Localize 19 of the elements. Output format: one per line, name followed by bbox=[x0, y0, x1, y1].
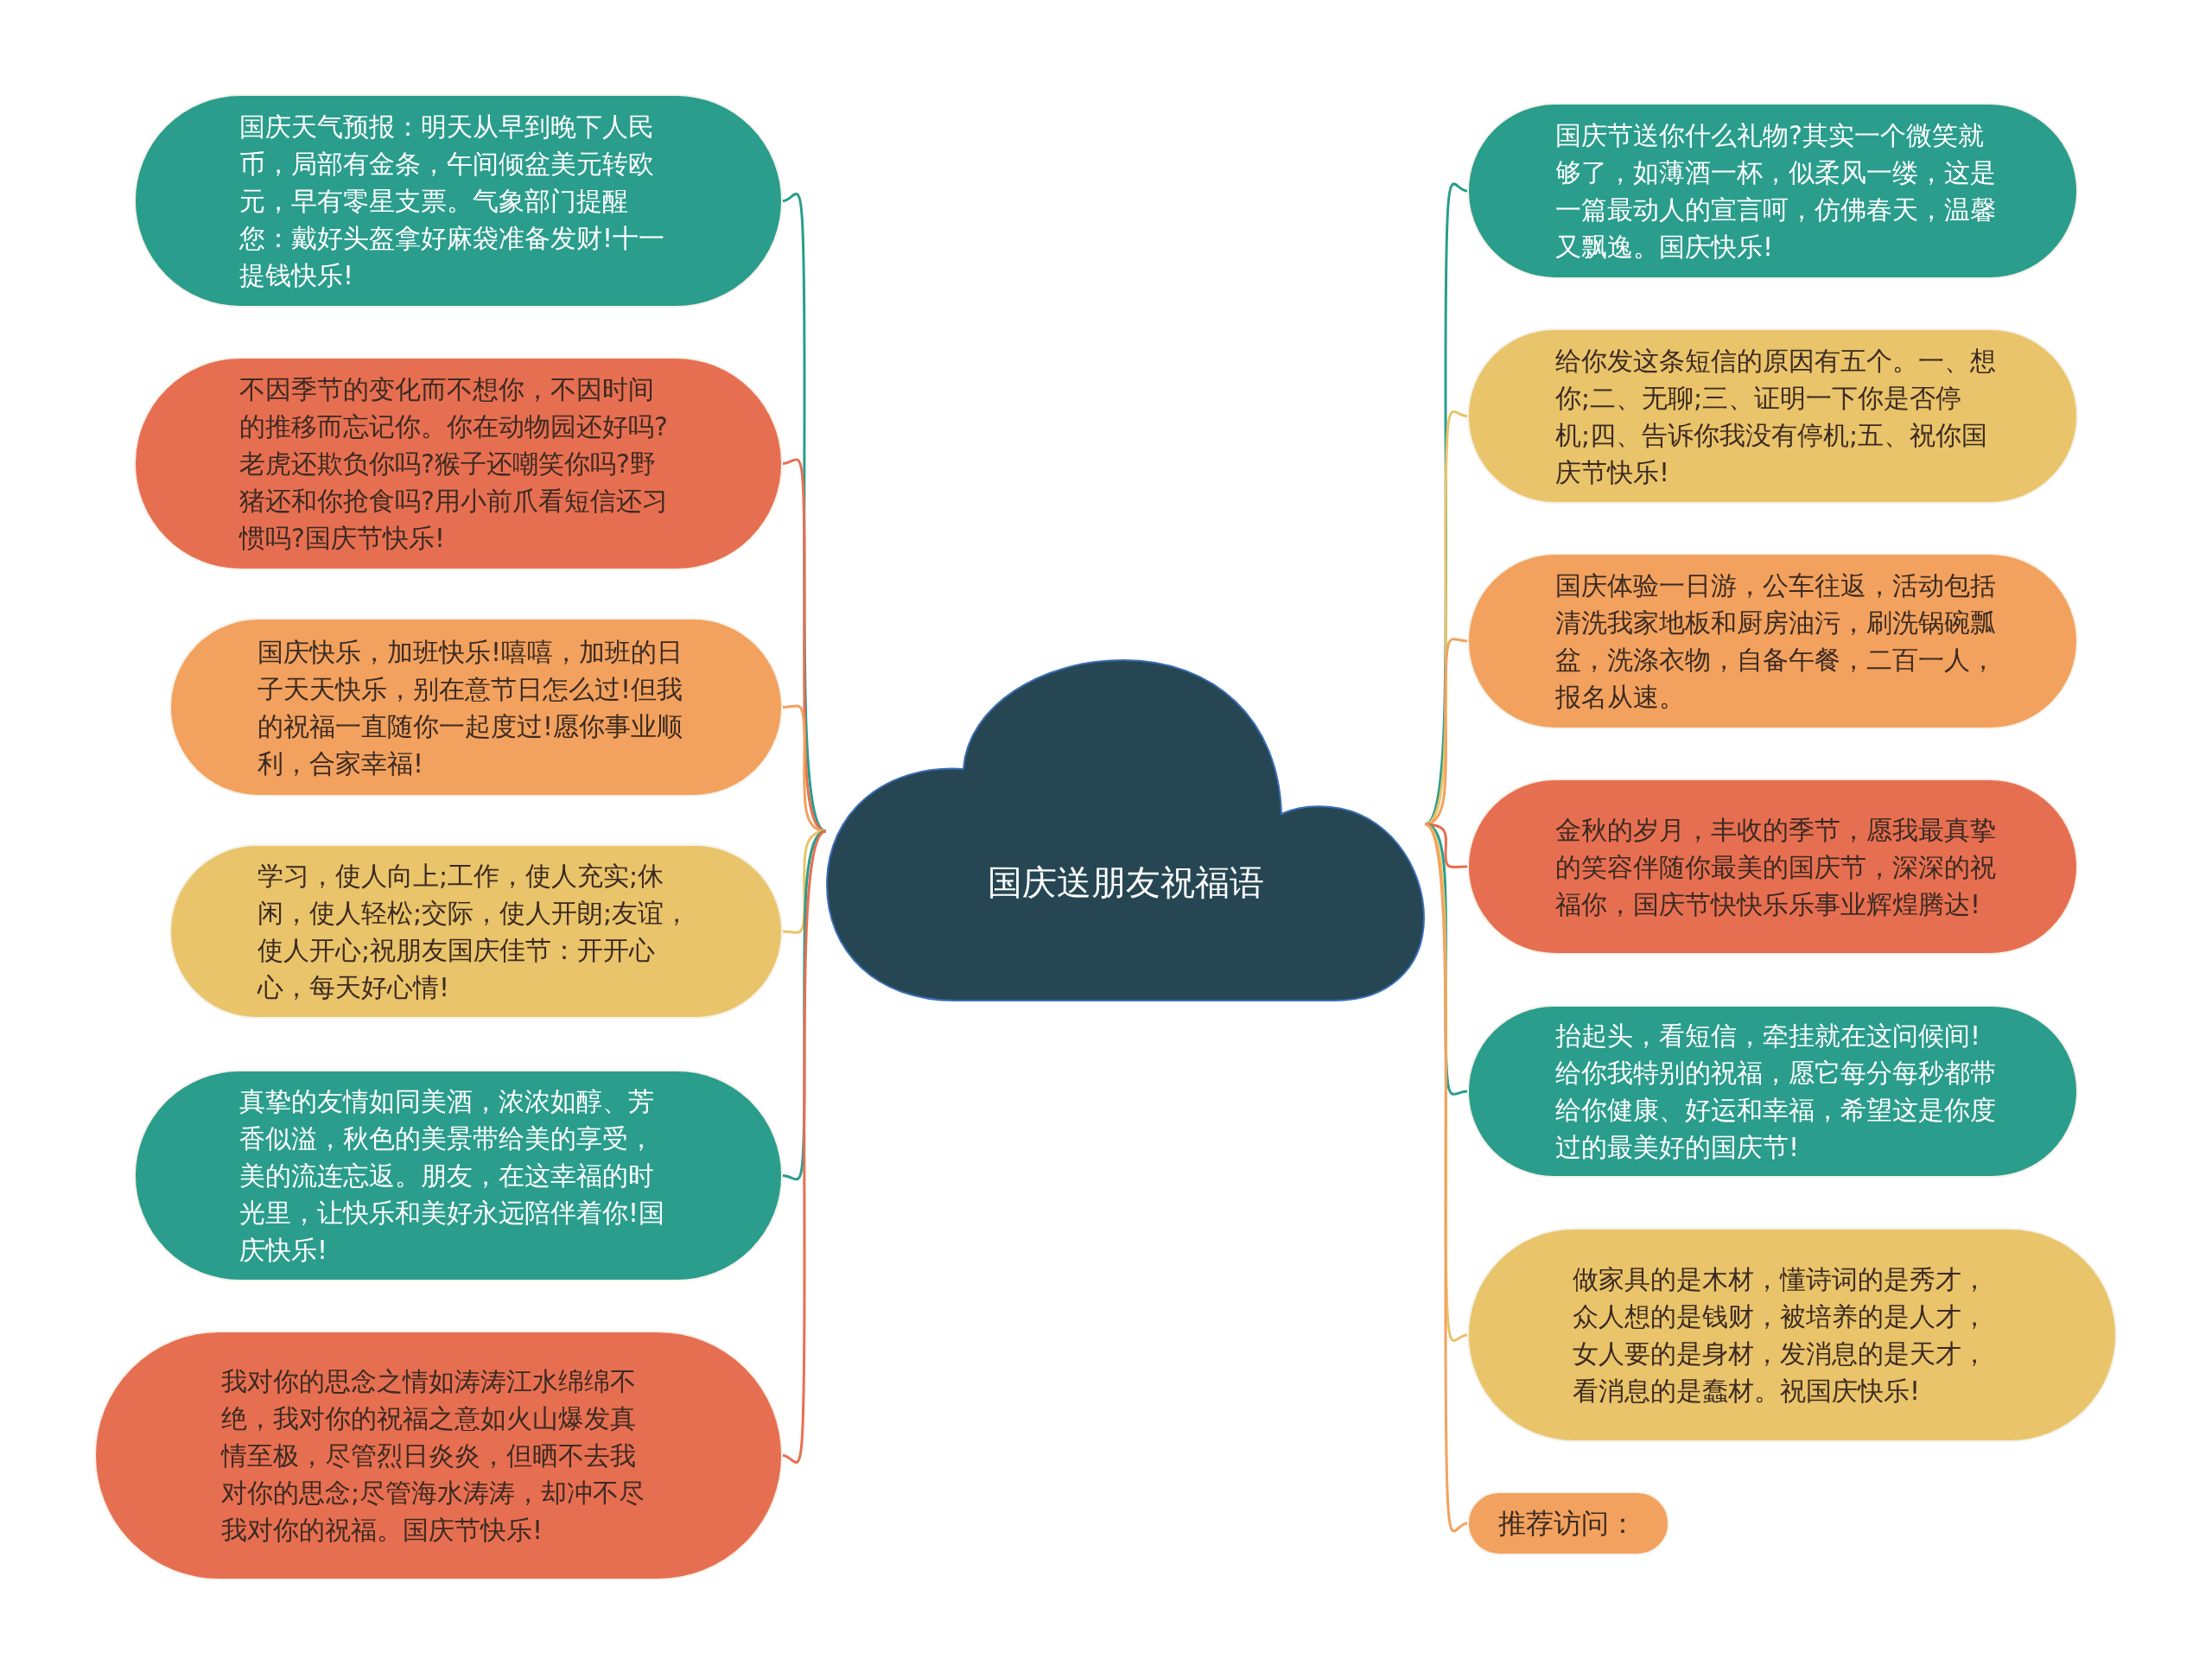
topic-text: 不因季节的变化而不想你，不因时间的推移而忘记你。你在动物园还好吗?老虎还欺负你吗?猴子还嘲笑你吗?野猪还和你抢食吗?用小前爪看短信还习惯吗?国庆节快乐! bbox=[239, 373, 669, 555]
topic-text: 国庆快乐，加班快乐!嘻嘻，加班的日子天天快乐，别在意节日怎么过!但我的祝福一直随你一起度过!愿你事业顺利，合家幸福! bbox=[257, 635, 684, 780]
topic-text: 推荐访问： bbox=[1498, 1505, 1637, 1541]
central-topic: 国庆送朋友祝福语 bbox=[987, 861, 1264, 904]
branch-line bbox=[782, 829, 827, 1464]
topic-text: 抬起头，看短信，牵挂就在这问候间!给你我特别的祝福，愿它每分每秒都带给你健康、好运和幸福，希望这是你度过的最美好的国庆节! bbox=[1555, 1020, 1996, 1164]
branch-line bbox=[1424, 823, 1468, 1533]
topic-text: 国庆体验一日游，公车往返，活动包括清洗我家地板和厨房油污，刷洗锅碗瓢盆，洗涤衣物，自备午餐，二百一人，报名从速。 bbox=[1555, 569, 1996, 714]
cloud-shape bbox=[825, 658, 1426, 1002]
topic-text: 给你发这条短信的原因有五个。一、想你;二、无聊;三、证明一下你是否停机;四、告诉你我没有停机;五、祝你国庆节快乐! bbox=[1555, 344, 1996, 489]
topic-text: 金秋的岁月，丰收的季节，愿我最真挚的笑容伴随你最美的国庆节，深深的祝福你，国庆节快快乐乐事业辉煌腾达! bbox=[1555, 813, 1996, 921]
topic-text: 做家具的是木材，懂诗词的是秀才，众人想的是钱财，被培养的是人才，女人要的是身材，发消息的是天才，看消息的是蠢材。祝国庆快乐! bbox=[1573, 1263, 1988, 1408]
branch-line bbox=[1424, 638, 1468, 826]
topic-text: 真挚的友情如同美酒，浓浓如醇、芳香似溢，秋色的美景带给美的享受，美的流连忘返。朋友，在这幸福的时光里，让快乐和美好永远陪伴着你!国庆快乐! bbox=[239, 1085, 666, 1267]
topic-text: 学习，使人向上;工作，使人充实;休闲，使人轻松;交际，使人开朗;友谊，使人开心;祝朋友国庆佳节：开开心心，每天好心情! bbox=[257, 860, 691, 1004]
topic-text: 国庆天气预报：明天从早到晚下人民币，局部有金条，午间倾盆美元转欧元，早有零星支票。气象部门提醒您：戴好头盔拿好麻袋准备发财!十一提钱快乐! bbox=[239, 111, 666, 292]
topic-text: 我对你的思念之情如涛涛江水绵绵不绝，我对你的祝福之意如火山爆发真情至极，尽管烈日炎炎，但晒不去我对你的思念;尽管海水涛涛，却冲不尽我对你的祝福。国庆节快乐! bbox=[221, 1365, 646, 1547]
topic-text: 国庆节送你什么礼物?其实一个微笑就够了，如薄酒一杯，似柔风一缕，这是一篇最动人的宣言呵，仿佛春天，温馨又飘逸。国庆快乐! bbox=[1555, 119, 1996, 264]
branch-line bbox=[782, 704, 827, 833]
